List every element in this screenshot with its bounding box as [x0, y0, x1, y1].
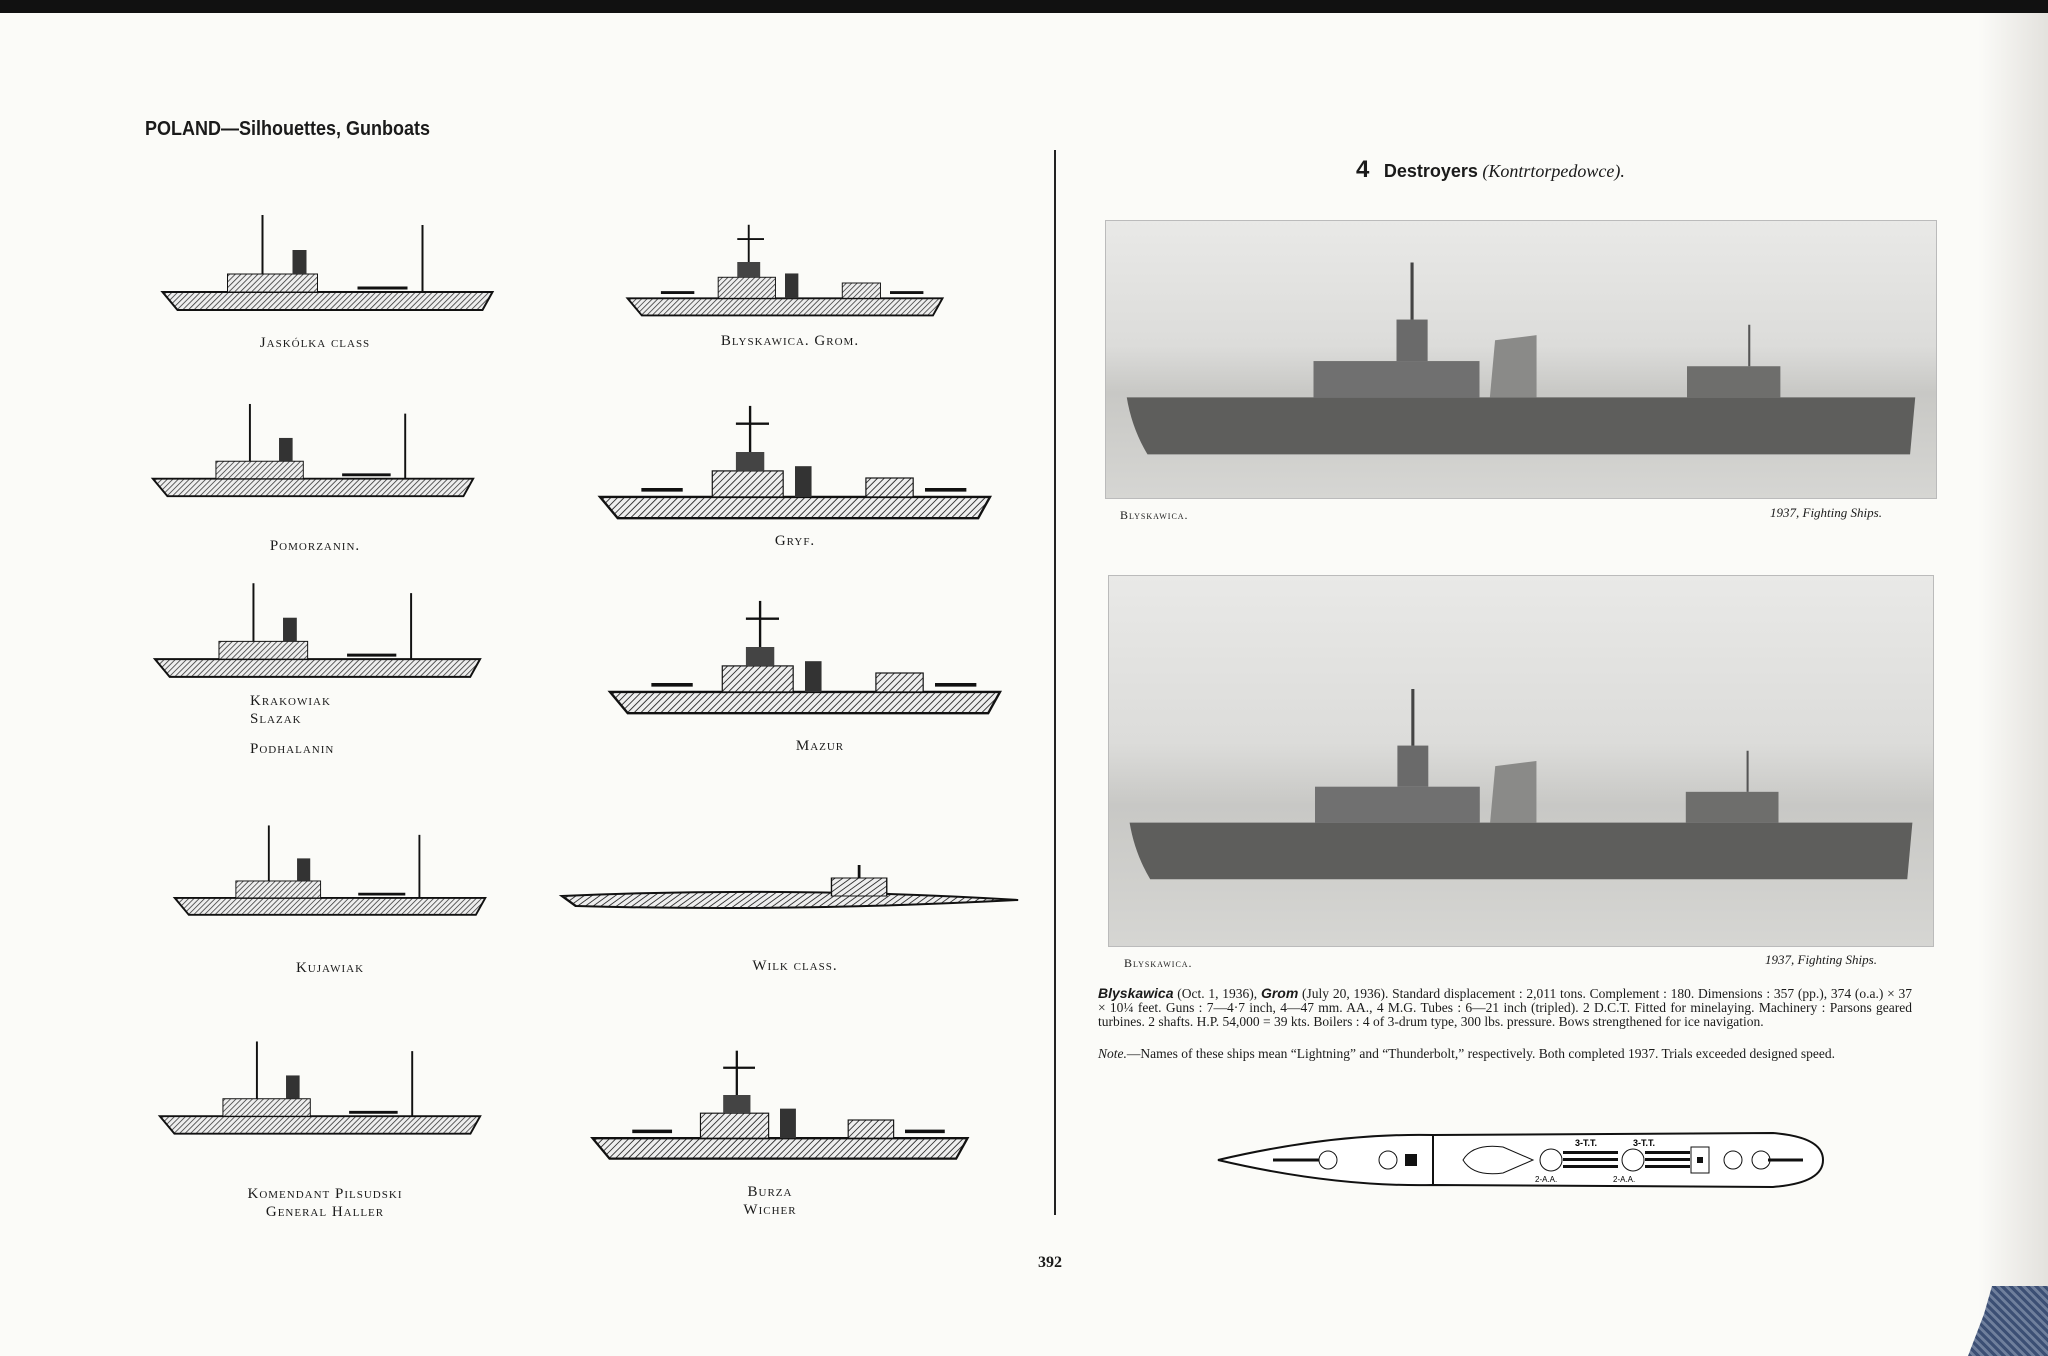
silhouette-blyskawica: [570, 220, 1000, 325]
note-text: —Names of these ships mean “Lightning” a…: [1126, 1046, 1835, 1061]
caption-kujawiak: Kujawiak: [295, 960, 365, 976]
note-paragraph: Note.—Names of these ships mean “Lightni…: [1098, 1047, 1912, 1061]
note-label: Note.: [1098, 1046, 1127, 1061]
page-title: POLAND—Silhouettes, Gunboats: [145, 118, 431, 140]
caption-jaskolka: Jaskólka class: [259, 335, 371, 351]
caption-slazak: Slazak: [250, 711, 302, 727]
deck-label-tt-1: 3-T.T.: [1575, 1138, 1597, 1148]
silhouette-gryf: [590, 400, 1000, 530]
caption-gryf: Gryf.: [774, 533, 816, 549]
photo-blyskawica-2: [1108, 575, 1934, 947]
scan-top-border: [0, 0, 2048, 13]
silhouette-kujawiak: [170, 810, 490, 935]
deck-label-aa-2: 2-A.A.: [1613, 1175, 1635, 1184]
launch-date-1: (Oct. 1, 1936),: [1173, 986, 1261, 1001]
photo-2-caption: Blyskawica.: [1124, 956, 1193, 970]
page-edge-shadow: [1978, 13, 2048, 1356]
caption-komendant-pilsudski: Komendant Pilsudski: [247, 1186, 403, 1202]
photo-blyskawica-1: [1105, 220, 1937, 499]
silhouette-jaskolka: [155, 210, 500, 320]
page-number: 392: [1038, 1254, 1062, 1271]
ship-particulars: Blyskawica (Oct. 1, 1936), Grom (July 20…: [1098, 986, 1912, 1029]
photo-2-credit: 1937, Fighting Ships.: [1765, 952, 1877, 968]
caption-mazur: Mazur: [795, 738, 845, 754]
caption-krakowiak: Krakowiak: [250, 693, 331, 709]
heading-label: Destroyers: [1383, 161, 1478, 181]
deck-plan: 3-T.T. 3-T.T. 2-A.A. 2-A.A.: [1213, 1125, 1828, 1200]
silhouette-wilk: [555, 850, 1025, 920]
silhouette-krakowiak: [150, 570, 485, 695]
photo-1-credit: 1937, Fighting Ships.: [1770, 505, 1882, 521]
deck-label-tt-2: 3-T.T.: [1633, 1138, 1655, 1148]
deck-label-aa-1: 2-A.A.: [1535, 1175, 1557, 1184]
caption-wicher: Wicher: [743, 1202, 797, 1218]
caption-wilk: Wilk class.: [752, 958, 838, 974]
ship-name-grom: Grom: [1260, 985, 1299, 1001]
page-gutter-divider: [1054, 150, 1056, 1215]
heading-number: 4: [1356, 156, 1370, 183]
caption-krakowiak-group: Krakowiak Slazak Podhalanin: [250, 692, 430, 758]
photo-1-caption: Blyskawica.: [1120, 508, 1189, 522]
photo-1-credit-text: 1937, Fighting Ships.: [1770, 505, 1882, 520]
heading-polish-name: (Kontrtorpedowce).: [1482, 161, 1625, 181]
section-heading: 4 Destroyers (Kontrtorpedowce).: [1356, 156, 1625, 184]
caption-blyskawica-grom: Blyskawica. Grom.: [720, 333, 860, 349]
photo-2-credit-text: 1937, Fighting Ships.: [1765, 952, 1877, 967]
silhouette-mazur: [600, 595, 1010, 725]
silhouette-pomorzanin: [148, 380, 478, 525]
caption-burza: Burza: [747, 1184, 793, 1200]
particulars-text: (July 20, 1936). Standard displacement :…: [1098, 986, 1913, 1029]
caption-podhalanin: Podhalanin: [250, 741, 335, 757]
silhouette-komendant-pilsudski: [155, 1010, 485, 1170]
silhouette-burza: [555, 1045, 1005, 1170]
ship-name-blyskawica: Blyskawica: [1098, 985, 1174, 1001]
caption-general-haller: General Haller: [265, 1204, 385, 1220]
caption-pilsudski-group: Komendant Pilsudski General Haller: [205, 1185, 445, 1221]
caption-pomorzanin: Pomorzanin.: [269, 538, 361, 554]
caption-burza-group: Burza Wicher: [700, 1183, 840, 1219]
